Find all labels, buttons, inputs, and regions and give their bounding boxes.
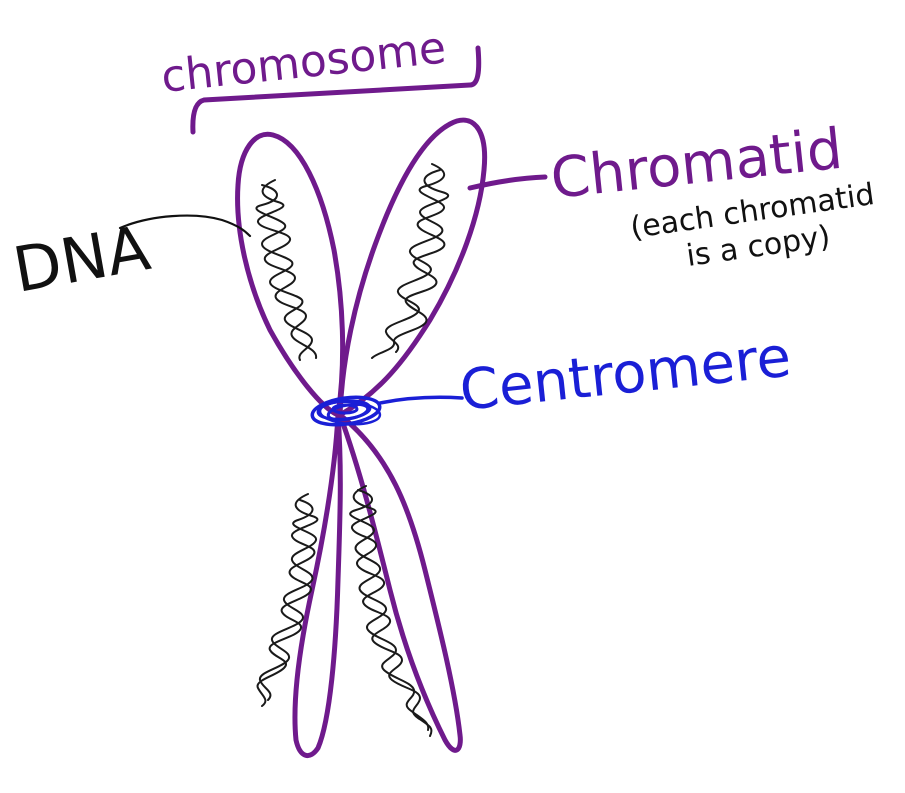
dna-strand-upper-right-b [371, 163, 446, 359]
chromatid-outline-right [337, 117, 488, 753]
centromere-leader-line [378, 395, 464, 405]
dna-strand-upper-right-a [385, 169, 450, 353]
dna-strand-lower-right-a [349, 489, 430, 731]
dna-strand-lower-left-a [259, 499, 317, 701]
dna-strand-upper-left-b [257, 179, 318, 359]
dna-label: DNA [8, 211, 155, 307]
centromere-scribble [310, 395, 382, 427]
chromatid-outline-left [235, 131, 346, 758]
dna-leader-line [118, 214, 252, 238]
centromere-label: Centromere [457, 325, 794, 424]
dna-strand-lower-left-b [256, 493, 319, 707]
chromatid-leader-line [467, 174, 548, 191]
dna-strand-lower-right-b [351, 485, 433, 737]
chromosome-bracket [190, 45, 482, 135]
dna-strand-upper-left-a [255, 184, 314, 361]
